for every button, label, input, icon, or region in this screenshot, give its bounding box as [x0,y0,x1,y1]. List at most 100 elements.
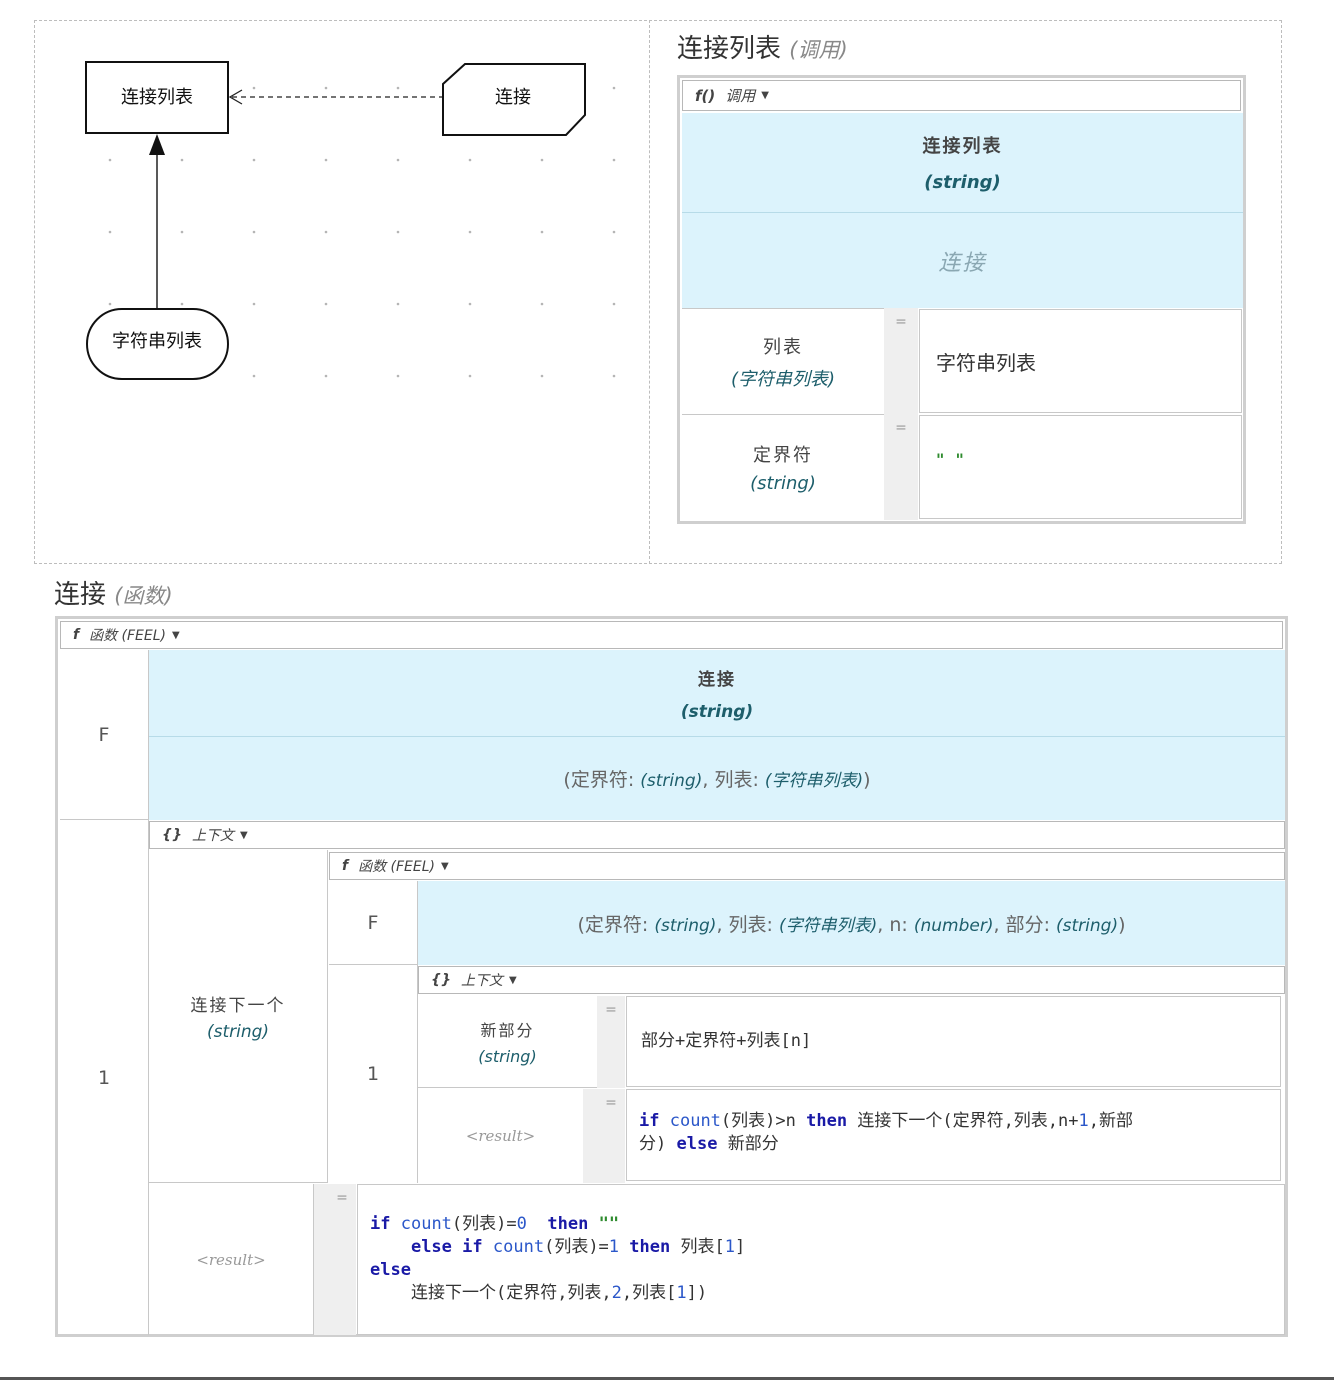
param-type: (string) [640,771,703,791]
inner-entry-eq: = [597,996,625,1088]
grid-dot [612,86,616,90]
invocation-title-kind: (调用) [789,38,848,62]
binding-eq: = [884,414,918,520]
grid-dot [396,374,400,378]
function-title-name: 连接 [54,580,107,610]
inner-function-kind-cell[interactable]: F [329,881,418,965]
inner-function-type-label: 函数 (FEEL) [358,859,436,875]
grid-dot [324,86,328,90]
grid-dot [396,230,400,234]
grid-dot [252,302,256,306]
invocation-header-name: 连接列表 [922,136,1003,157]
inner-result-spacer [583,1089,597,1183]
binding-name: 定界符 [753,445,813,466]
grid-dot [540,230,544,234]
inner-function-type-bar[interactable]: f 函数 (FEEL) ▼ [329,852,1285,880]
binding-type: (string) [750,473,816,494]
invocation-table: f() 调用 ▼ 连接列表 (string) 连接 列表 (字符串列表) = 字… [677,75,1246,524]
param-type: (字符串列表) [764,771,864,791]
param-type: (string) [654,915,717,936]
grid-dot [612,302,616,306]
grid-dot [468,230,472,234]
grid-dot [540,302,544,306]
function-title-kind: (函数) [114,584,173,608]
chevron-down-icon: ▼ [441,860,449,872]
inner-entry-expression: 部分+定界符+列表[n] [641,1031,812,1051]
inner-function-icon: f [342,858,349,874]
grid-dot [252,374,256,378]
information-requirement-arrowhead [149,134,165,155]
grid-dot [324,158,328,162]
result-expression-cell[interactable]: if count(列表)=0 then "" else if count(列表)… [357,1184,1285,1335]
invocation-title-name: 连接列表 [677,34,782,64]
grid-dot [324,302,328,306]
binding-name-cell[interactable]: 定界符 (string) [682,414,884,520]
bottom-edge [0,1377,1334,1380]
grid-dot [108,158,112,162]
inner-entry-expression-cell[interactable]: 部分+定界符+列表[n] [626,996,1281,1087]
invocation-callee[interactable]: 连接 [682,213,1243,308]
diagram-divider [649,20,650,564]
bkm-node-label: 连接 [495,87,531,108]
binding-eq: = [884,308,918,414]
invocation-header[interactable]: 连接列表 (string) [682,113,1243,213]
chevron-down-icon: ▼ [172,629,180,641]
knowledge-requirement-arrowhead [228,89,243,105]
params-separator: , [716,913,723,936]
inner-entry-type: (string) [478,1047,537,1066]
binding-type: (字符串列表) [730,368,836,390]
params-close: ) [1118,913,1126,936]
param-name: 定界符: [570,769,635,791]
grid-dot [468,302,472,306]
function-kind-cell[interactable]: F [60,650,149,820]
inner-context-icon: {} [431,972,451,988]
binding-value: " " [936,450,964,469]
grid-dot [252,158,256,162]
inner-result-eq: = [597,1089,625,1183]
inner-context-type-bar[interactable]: {} 上下文 ▼ [418,966,1285,994]
invocation-icon: f() [695,86,716,105]
grid-dot [396,302,400,306]
inner-entry-name-cell[interactable]: 新部分 (string) [418,996,597,1088]
param-type: (number) [913,915,994,936]
context-entry-name-cell[interactable]: 连接下一个 (string) [149,850,328,1183]
function-type-bar[interactable]: f 函数 (FEEL) ▼ [60,621,1283,649]
function-params[interactable]: (定界符: (string), 列表: (字符串列表)) [149,737,1285,820]
binding-value-cell[interactable]: 字符串列表 [919,309,1242,413]
bkm-node[interactable]: 连接 [442,63,586,136]
invocation-type-label: 调用 [725,87,756,105]
function-kind: F [98,723,110,746]
decision-node-label: 连接列表 [121,87,193,108]
function-row-number: 1 [97,1066,111,1089]
inner-function-row-number-cell: 1 [329,965,418,1183]
invocation-type-bar[interactable]: f() 调用 ▼ [682,80,1241,111]
result-expression: if count(列表)=0 then "" else if count(列表)… [370,1214,746,1303]
grid-dot [468,374,472,378]
decision-node[interactable]: 连接列表 [85,61,229,134]
function-title: 连接 (函数) [54,574,173,611]
chevron-down-icon: ▼ [761,90,769,101]
invocation-callee-name: 连接 [938,250,987,276]
inner-function-params[interactable]: (定界符: (string), 列表: (字符串列表), n: (number)… [418,881,1285,965]
binding-value-cell[interactable]: " " [919,415,1242,519]
grid-dot [468,158,472,162]
diagram-frame [34,20,1282,564]
context-type-label: 上下文 [191,828,234,844]
param-name: 定界符: [584,913,649,936]
context-type-bar[interactable]: {} 上下文 ▼ [149,821,1285,849]
input-data-node[interactable]: 字符串列表 [86,308,229,380]
inner-context-type-label: 上下文 [460,973,503,989]
function-table: f 函数 (FEEL) ▼ F 连接 (string) (定界符: (strin… [55,616,1288,1337]
function-header-name: 连接 [698,669,736,690]
grid-dot [540,158,544,162]
grid-dot [396,86,400,90]
inner-result-expression-cell[interactable]: if count(列表)>n then 连接下一个(定界符,列表,n+1,新部 … [626,1089,1281,1181]
binding-name-cell[interactable]: 列表 (字符串列表) [682,308,884,414]
function-header[interactable]: 连接 (string) [149,650,1285,737]
binding-name: 列表 [763,336,803,358]
chevron-down-icon: ▼ [508,974,517,986]
result-spacer [314,1184,328,1335]
drg-canvas[interactable]: 连接列表 连接 字符串列表 [0,0,649,564]
invocation-title: 连接列表 (调用) [677,28,848,65]
invocation-header-type: (string) [924,172,1001,193]
